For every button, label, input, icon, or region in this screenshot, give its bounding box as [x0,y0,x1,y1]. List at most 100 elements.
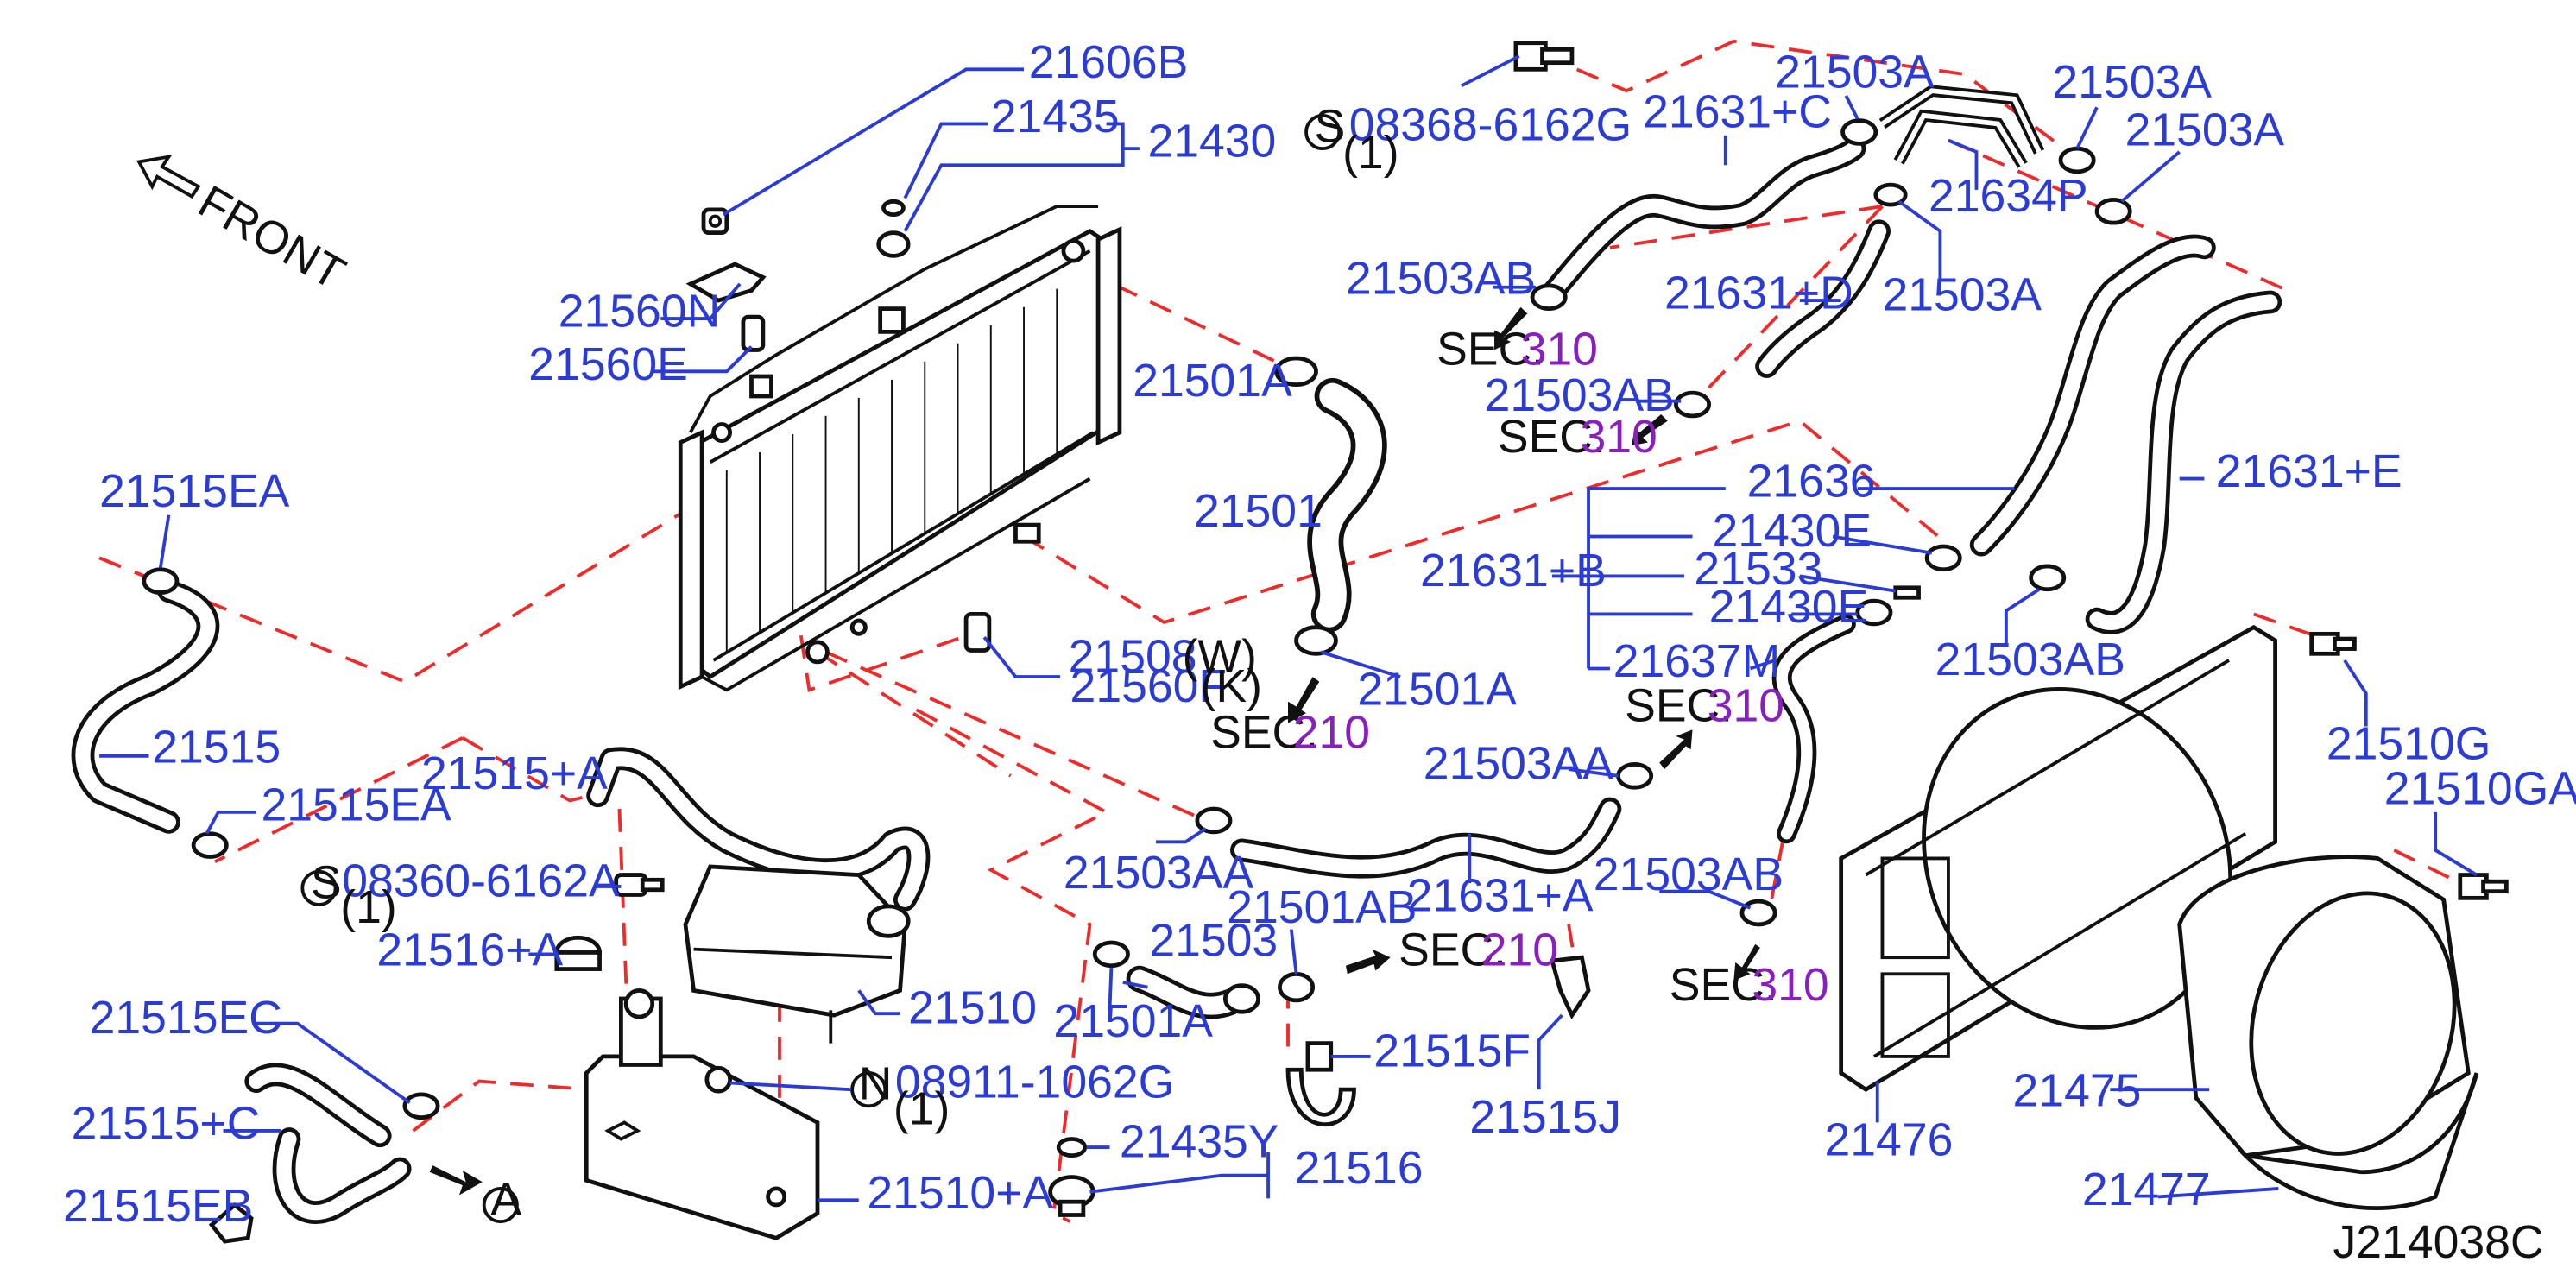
label-21515A: 21515+A [421,748,608,799]
label-21503: 21503 [1149,915,1278,966]
label-21516A: 21516+A [376,925,563,976]
label-21606B: 21606B [1029,37,1189,88]
radiator-cap-21430[interactable] [876,230,911,258]
clamp-21503AA-right[interactable] [1616,762,1654,790]
qty-08368: (1) [1342,128,1398,179]
label-21636: 21636 [1747,457,1876,508]
label-21503AA-left: 21503AA [1064,848,1254,899]
s-marker-icon-1: S [300,857,342,908]
label-21634P: 21634P [1929,171,2088,222]
label-21430: 21430 [1147,117,1276,167]
bolt-08368[interactable] [1513,41,1575,72]
label-21515EA-top: 21515EA [99,466,290,517]
sec-arrow-icon-310-d [1733,943,1760,981]
arrow-to-a-icon [429,1165,483,1196]
clamp-21503AB-3[interactable] [2029,564,2067,592]
clamp-21515EA-bot[interactable] [191,831,229,859]
bushing-21606B[interactable] [701,207,729,236]
hose-21515C[interactable] [244,1063,412,1224]
clamp-21501A-bot[interactable] [1092,940,1130,969]
clamp-21503A-4[interactable] [1873,182,1908,207]
sec-word-4: SEC. [1625,681,1733,732]
drain-plug-21508[interactable] [963,612,992,653]
label-21508: 21508 [1069,631,1197,682]
label-21435: 21435 [991,92,1120,142]
label-21435Y: 21435Y [1120,1117,1279,1168]
clamp-21515EA-top[interactable] [142,567,180,595]
qty-08911: (1) [893,1083,950,1134]
clamp-21515F[interactable] [1285,1041,1356,1127]
sec-num-210-2: 210 [1481,925,1558,976]
label-21503AB-2: 21503AB [1485,370,1675,421]
clamp-21501A-mid[interactable] [1294,625,1338,656]
label-21560F: 21560F [1070,661,1228,712]
hose-21636[interactable] [1969,234,2216,557]
sec-num-310-2: 310 [1580,412,1657,463]
diagram-id: J214038C [2333,1217,2544,1268]
clip-21435[interactable] [881,199,906,217]
clamp-21503A-1[interactable] [1840,118,1878,146]
label-21501AB: 21501AB [1227,882,1417,933]
label-21631D: 21631+D [1664,268,1853,319]
label-21475: 21475 [2013,1065,2142,1116]
label-21503A-2: 21503A [2052,57,2212,108]
clamp-21501AB[interactable] [1278,971,1316,1003]
label-08911: 08911-1062G [895,1057,1174,1108]
label-21631C: 21631+C [1643,86,1832,137]
clamp-21503AB-1[interactable] [1530,283,1568,312]
clamp-21503AB-2[interactable] [1674,390,1712,419]
clamp-21503A-3[interactable] [2094,198,2132,225]
label-21510GA: 21510GA [2384,763,2576,814]
label-21515EC: 21515EC [90,993,282,1044]
label-leader-lines [99,54,2478,1202]
hose-21631E[interactable] [2085,290,2282,634]
clip-21515J[interactable] [1549,955,1591,1019]
hose-21637M[interactable] [1771,614,1856,844]
clamp-21503AB-4[interactable] [1739,899,1777,927]
hose-21515A[interactable] [586,747,931,912]
hose-21515[interactable] [71,579,220,834]
clamp-21515EC[interactable] [402,1092,440,1120]
sec-word-2: SEC. [1498,412,1606,463]
hose-21631A[interactable] [1230,797,1622,879]
label-21503AA-right: 21503AA [1424,739,1614,790]
sec-num-310-3: 310 [1708,681,1784,732]
shroud-ring-21475[interactable] [2177,855,2483,1177]
upper-hose-21501[interactable] [1307,377,1387,633]
clamp-21503A-2[interactable] [2058,146,2096,174]
radiator[interactable] [678,205,1122,692]
label-21631A: 21631+A [1407,871,1594,922]
code-w: (W) [1183,631,1257,682]
label-21516: 21516 [1295,1143,1424,1194]
label-21560N: 21560N [559,287,721,338]
bolt-21510G[interactable] [2309,631,2357,656]
sec-num-310-4: 310 [1752,960,1828,1011]
clamp-21503AA-left[interactable] [1195,806,1233,835]
hose-21631C[interactable] [1537,136,1866,309]
mount-21560E[interactable] [741,314,766,352]
reservoir-tank-21510[interactable] [683,864,911,1044]
cap-21516A[interactable] [554,935,602,971]
label-21515EB: 21515EB [63,1181,253,1232]
clamp-21515EB[interactable] [208,1202,254,1244]
fitting-21533[interactable] [1893,585,1921,600]
label-21503A-4: 21503A [1882,270,2042,321]
fan-shroud-21476[interactable] [1839,624,2285,1092]
nut-08911[interactable] [704,1065,733,1094]
clip-21435Y[interactable] [1056,1137,1088,1158]
sec-arrow-icon-310-a [1494,306,1528,350]
label-21515F: 21515F [1373,1025,1531,1076]
hose-21503[interactable] [1126,965,1260,1019]
bolt-21510GA[interactable] [2458,873,2509,900]
s-marker-icon-2: S [1304,101,1345,152]
hose-21631D[interactable] [1755,219,1891,378]
bracket-21510A[interactable] [584,988,820,1240]
shroud-ring-21477[interactable] [2239,1072,2479,1211]
bracket-21560N[interactable] [685,262,767,303]
qty-08360: (1) [340,882,396,933]
cap-21516[interactable] [1048,1175,1095,1217]
bolt-08360[interactable] [614,873,665,897]
clamp-21430E-1[interactable] [1924,544,1962,572]
pipe-21634P[interactable] [1878,85,2045,168]
clamp-21501A-top[interactable] [1274,356,1318,387]
